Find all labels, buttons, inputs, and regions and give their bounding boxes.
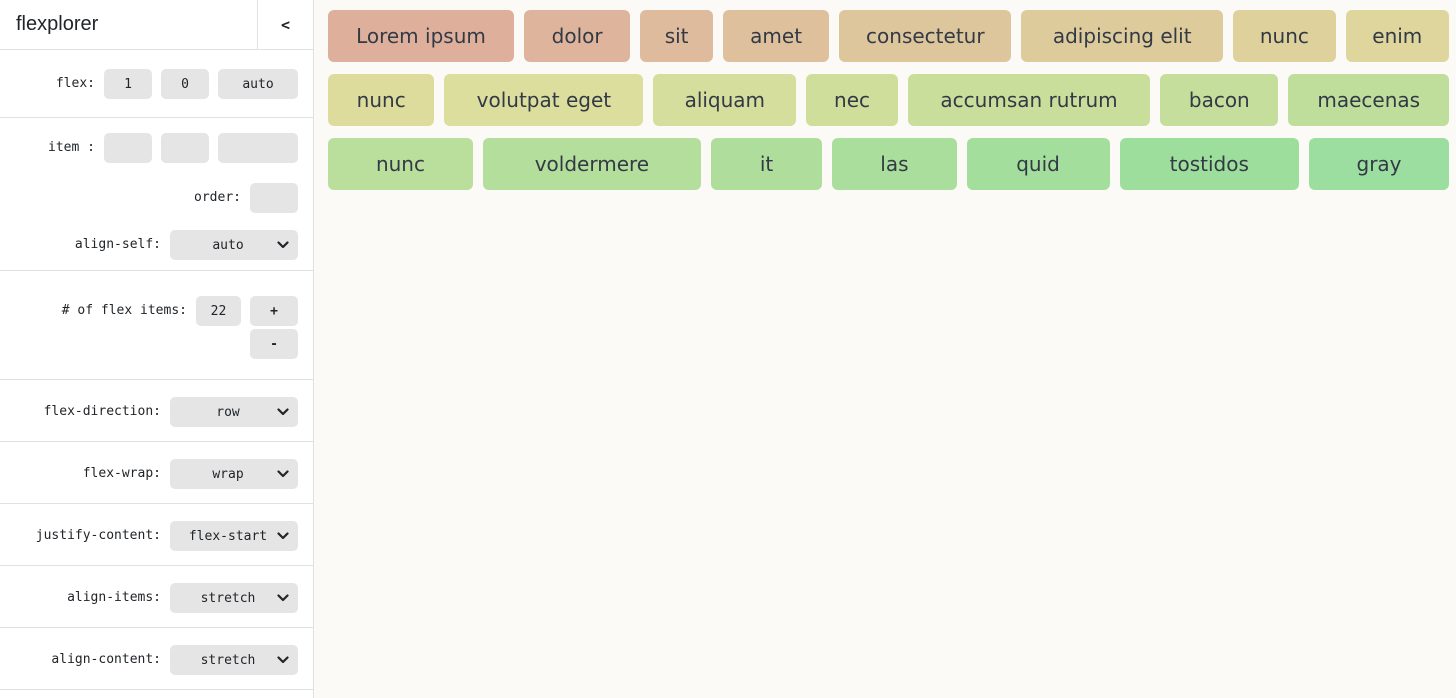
align-content-label: align-content: [51, 652, 161, 667]
chevron-down-icon [277, 470, 289, 478]
flex-item: adipiscing elit [1021, 10, 1224, 62]
chevron-down-icon [277, 241, 289, 249]
chevron-down-icon [277, 408, 289, 416]
justify-content-label: justify-content: [35, 528, 161, 543]
order-input[interactable] [250, 183, 298, 213]
align-items-value: stretch [200, 590, 256, 606]
align-items-label: align-items: [67, 590, 161, 605]
collapse-sidebar-button[interactable]: < [257, 0, 313, 49]
app-title: flexplorer [16, 13, 99, 35]
align-items-select[interactable]: stretch [170, 583, 298, 613]
count-section: # of flex items: + - [0, 271, 313, 380]
flex-item: consectetur [839, 10, 1012, 62]
flex-basis-input[interactable] [218, 69, 298, 99]
flex-item: sit [640, 10, 713, 62]
sidebar: flexplorer < flex: item : order: [0, 0, 314, 698]
item-basis-input[interactable] [218, 133, 298, 163]
order-label: order: [194, 190, 241, 205]
flex-item: nunc [328, 74, 435, 126]
flex-direction-select[interactable]: row [170, 397, 298, 427]
flex-item: nec [806, 74, 898, 126]
decrement-button[interactable]: - [250, 329, 298, 359]
flex-item: it [710, 138, 823, 190]
count-buttons: + - [250, 296, 298, 359]
flex-item: accumsan rutrum [907, 74, 1151, 126]
align-content-value: stretch [200, 652, 256, 668]
justify-content-select[interactable]: flex-start [170, 521, 298, 551]
chevron-down-icon [277, 532, 289, 540]
sidebar-header: flexplorer < [0, 0, 313, 50]
flex-item: voldermere [482, 138, 701, 190]
flex-direction-value: row [216, 404, 240, 420]
chevron-left-icon: < [280, 15, 291, 34]
align-self-label: align-self: [74, 237, 161, 252]
flex-item: nunc [328, 138, 473, 190]
flex-wrap-select[interactable]: wrap [170, 459, 298, 489]
flex-direction-section: flex-direction: row [0, 380, 313, 442]
align-self-value: auto [212, 237, 244, 253]
flex-item: volutpat eget [444, 74, 644, 126]
flex-item: aliquam [653, 74, 797, 126]
flex-grow-input[interactable] [104, 69, 152, 99]
flex-shrink-input[interactable] [161, 69, 209, 99]
increment-button[interactable]: + [250, 296, 298, 326]
item-label: item : [48, 140, 95, 155]
align-content-section: align-content: stretch [0, 628, 313, 690]
flex-section: flex: [0, 50, 313, 118]
chevron-down-icon [277, 656, 289, 664]
flex-item: quid [966, 138, 1110, 190]
flex-direction-label: flex-direction: [43, 404, 161, 419]
align-items-section: align-items: stretch [0, 566, 313, 628]
flex-items-count-input[interactable] [196, 296, 241, 326]
flex-item: tostidos [1119, 138, 1299, 190]
chevron-down-icon [277, 594, 289, 602]
item-section: item : order: align-self: auto [0, 118, 313, 271]
flex-item: amet [722, 10, 830, 62]
flex-item: bacon [1160, 74, 1279, 126]
flex-item: enim [1345, 10, 1449, 62]
justify-content-section: justify-content: flex-start [0, 504, 313, 566]
flex-item: nunc [1233, 10, 1336, 62]
flex-wrap-label: flex-wrap: [82, 466, 161, 481]
flex-item: maecenas [1288, 74, 1449, 126]
align-self-select[interactable]: auto [170, 230, 298, 260]
flex-item: dolor [523, 10, 631, 62]
flex-item: Lorem ipsum [328, 10, 514, 62]
flex-label: flex: [55, 76, 95, 91]
flex-items-count-label: # of flex items: [61, 303, 187, 318]
item-grow-input[interactable] [104, 133, 152, 163]
item-shrink-input[interactable] [161, 133, 209, 163]
align-content-select[interactable]: stretch [170, 645, 298, 675]
justify-content-value: flex-start [188, 528, 268, 544]
flex-item: gray [1309, 138, 1450, 190]
flex-wrap-section: flex-wrap: wrap [0, 442, 313, 504]
flex-item: las [832, 138, 957, 190]
flex-wrap-value: wrap [212, 466, 244, 482]
